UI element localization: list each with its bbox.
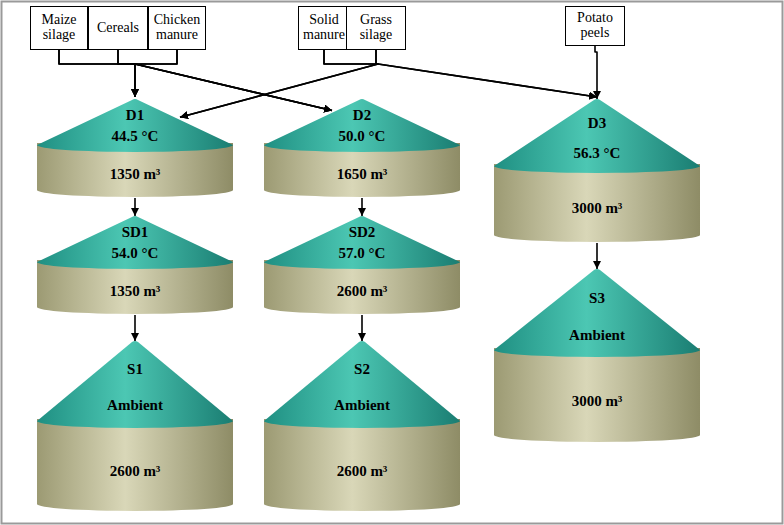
tank-volume: 1350 m³ [110, 283, 161, 300]
feedstock-label: Grass silage [351, 13, 401, 42]
tank-roof [264, 341, 460, 428]
feedstock-label: Maize silage [35, 13, 83, 42]
tank-name: S1 [127, 361, 143, 378]
tank-body [494, 164, 700, 242]
tank-volume: 1350 m³ [110, 166, 161, 183]
feedstock-label: Chicken manure [153, 13, 201, 42]
tank-name: D2 [353, 107, 371, 124]
flow-arrow [595, 46, 597, 99]
tank-temperature: Ambient [107, 397, 163, 414]
flow-arrow [361, 198, 363, 216]
flow-arrow [376, 50, 597, 97]
feedstock-label: Cereals [97, 21, 139, 36]
feedstock-box: Potato peels [565, 6, 625, 46]
tank-node: SD1 54.0 °C 1350 m³ [35, 215, 235, 315]
tank-roof [37, 341, 233, 428]
tank-node: S2Ambient 2600 m³ [262, 340, 462, 512]
flow-arrow [118, 50, 332, 111]
tank-node: S3Ambient 3000 m³ [492, 268, 702, 443]
tank-node: D3 56.3 °C 3000 m³ [492, 98, 702, 243]
tank-temperature: 50.0 °C [339, 128, 386, 145]
tank-volume: 1650 m³ [337, 166, 388, 183]
feedstock-box: Grass silage [346, 6, 406, 50]
feedstock-box: Maize silage [30, 6, 88, 50]
tank-node: D1 44.5 °C 1350 m³ [35, 98, 235, 198]
feedstock-label: Potato peels [570, 11, 620, 40]
flow-arrow [324, 50, 597, 97]
tank-name: S3 [589, 289, 605, 306]
tank-roof [37, 99, 233, 152]
tank-name: D1 [126, 107, 144, 124]
flow-arrow [134, 198, 136, 216]
tank-temperature: 54.0 °C [112, 245, 159, 262]
tank-roof [264, 216, 460, 269]
flow-arrow [361, 315, 363, 341]
tank-temperature: 56.3 °C [574, 145, 621, 162]
tank-name: SD2 [349, 224, 376, 241]
tank-volume: 2600 m³ [337, 283, 388, 300]
tank-temperature: 57.0 °C [339, 245, 386, 262]
tank-roof [37, 216, 233, 269]
tank-temperature: Ambient [569, 326, 625, 343]
tank-temperature: 44.5 °C [112, 128, 159, 145]
flow-arrow [134, 315, 136, 341]
tank-body [494, 348, 700, 442]
flow-arrow [59, 50, 135, 97]
feedstock-box: Chicken manure [148, 6, 206, 50]
tank-body [37, 419, 233, 511]
flow-arrow [596, 243, 598, 269]
feedstock-box: Cereals [88, 6, 148, 50]
tank-node: SD2 57.0 °C 2600 m³ [262, 215, 462, 315]
tank-volume: 2600 m³ [337, 462, 388, 479]
tank-name: SD1 [122, 224, 149, 241]
tank-node: D2 50.0 °C 1650 m³ [262, 98, 462, 198]
tank-node: S1Ambient 2600 m³ [35, 340, 235, 512]
tank-name: D3 [588, 114, 606, 131]
tank-body [264, 419, 460, 511]
tank-roof [494, 269, 700, 357]
tank-roof [494, 99, 700, 173]
tank-roof [264, 99, 460, 152]
flow-arrow [59, 50, 332, 111]
feedstock-box: Solid manure [298, 6, 350, 50]
feedstock-label: Solid manure [303, 13, 345, 42]
flow-arrow [135, 50, 332, 111]
flow-arrow [118, 50, 135, 97]
tank-volume: 3000 m³ [572, 200, 623, 217]
tank-temperature: Ambient [334, 397, 390, 414]
flow-arrow [135, 50, 177, 97]
tank-volume: 2600 m³ [110, 462, 161, 479]
tank-volume: 3000 m³ [572, 393, 623, 410]
tank-name: S2 [354, 361, 370, 378]
